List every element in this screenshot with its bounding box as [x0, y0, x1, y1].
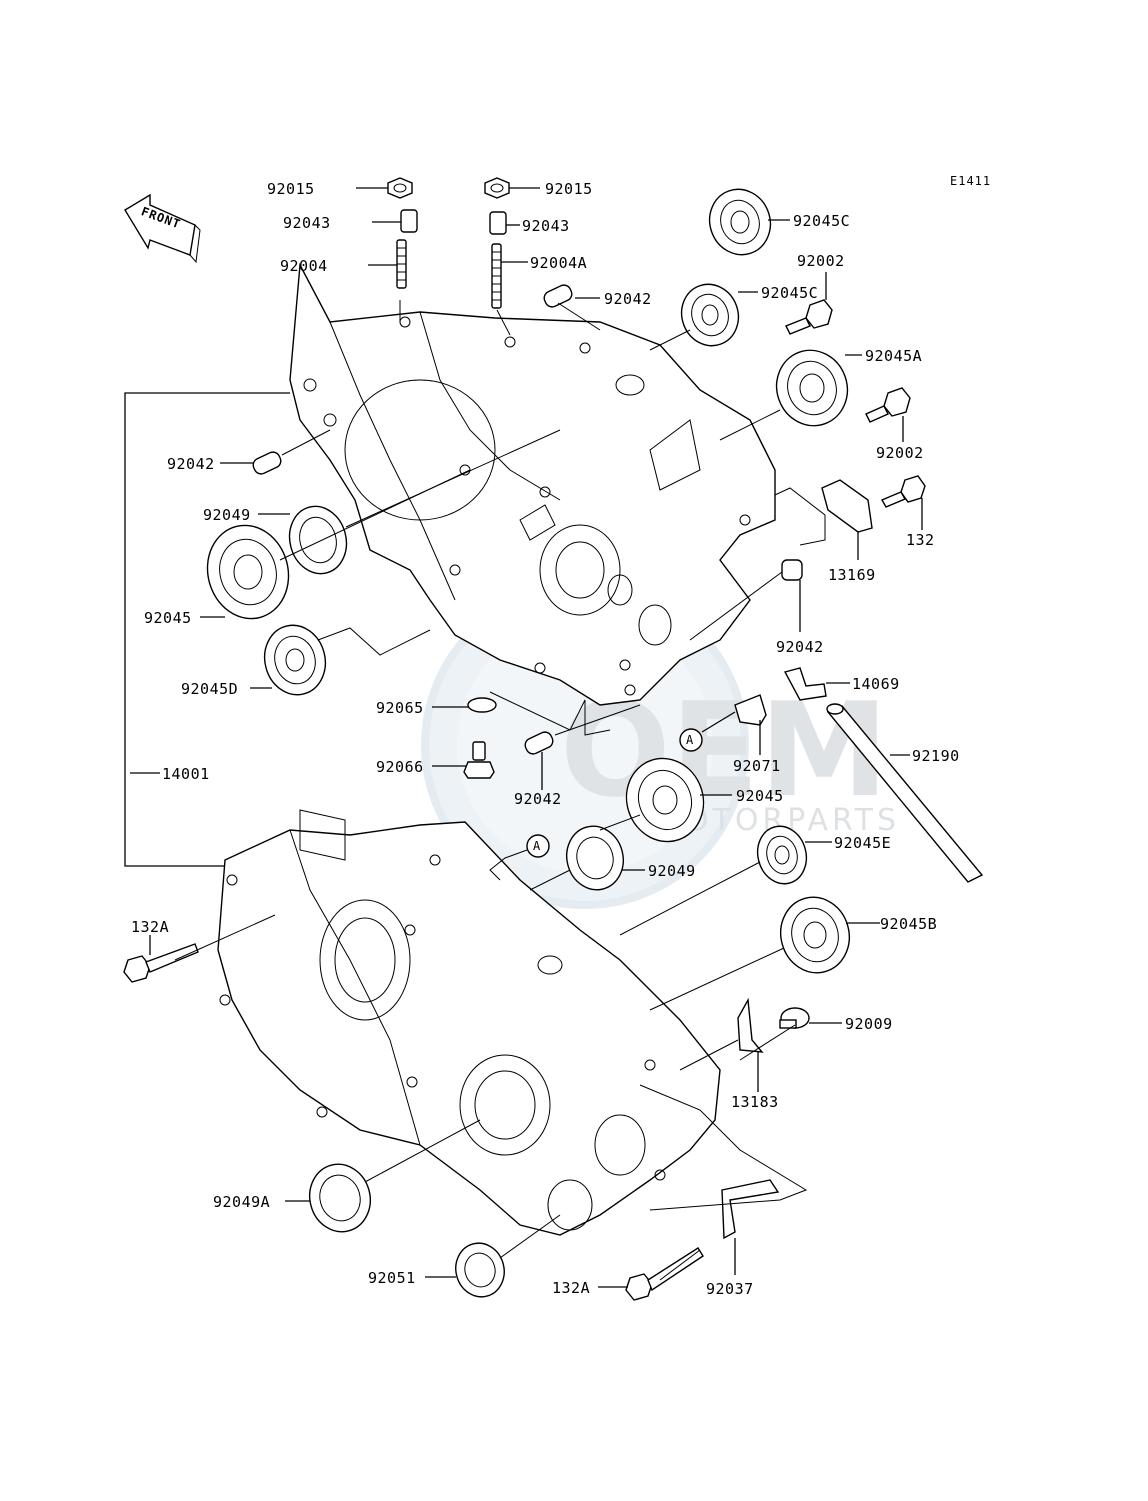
label-13169: 13169: [828, 566, 876, 584]
cap-92071: [734, 694, 767, 726]
callout-a-lower: A: [526, 834, 550, 858]
upper-crankcase: [289, 262, 776, 706]
label-92009: 92009: [845, 1015, 893, 1033]
label-92043-left: 92043: [283, 214, 331, 232]
guide-92037: [721, 1179, 780, 1240]
fitting-14069: [783, 667, 827, 701]
front-arrow-icon: FRONT: [124, 193, 201, 264]
stud-92004A: [491, 243, 502, 309]
label-92043-right: 92043: [522, 217, 570, 235]
bearing-92045C-mid: [680, 283, 740, 347]
label-92004: 92004: [280, 257, 328, 275]
bolt-92002-bottom: [865, 387, 911, 423]
label-92002-bottom: 92002: [876, 444, 924, 462]
label-92190: 92190: [912, 747, 960, 765]
bolt-92009: [779, 1007, 810, 1029]
label-92042-top: 92042: [604, 290, 652, 308]
seal-92051: [455, 1242, 505, 1298]
collar-92043-right: [489, 211, 507, 235]
label-92045A: 92045A: [865, 347, 922, 365]
label-92045D: 92045D: [181, 680, 238, 698]
seal-92049-upper: [288, 505, 348, 575]
collar-92043-left: [400, 209, 418, 233]
washer-92065: [467, 697, 497, 713]
label-132A-left: 132A: [131, 918, 169, 936]
label-132: 132: [906, 531, 935, 549]
diagram-code: E1411: [950, 174, 991, 188]
label-92045C-top: 92045C: [793, 212, 850, 230]
label-92066: 92066: [376, 758, 424, 776]
label-92015-left: 92015: [267, 180, 315, 198]
label-92042-left: 92042: [167, 455, 215, 473]
bearing-92045A: [775, 349, 849, 427]
bearing-92045-center: [625, 757, 705, 843]
seal-92049A: [309, 1163, 371, 1233]
plug-92066: [463, 741, 495, 779]
svg-text:A: A: [686, 733, 694, 747]
label-13183: 13183: [731, 1093, 779, 1111]
label-92045C-mid: 92045C: [761, 284, 818, 302]
dowel-92042-top: [543, 284, 573, 308]
bearing-92045B: [780, 896, 850, 974]
nut-92015-left: [387, 177, 413, 199]
label-14001: 14001: [162, 765, 210, 783]
assembly-lines: [174, 300, 826, 1281]
nut-92015-right: [484, 177, 510, 199]
dowel-92042-left: [252, 451, 282, 475]
label-92004A: 92004A: [530, 254, 587, 272]
part-labels: 92015 92015 92043 92043 92004 92004A 920…: [131, 180, 960, 1298]
svg-text:A: A: [533, 839, 541, 853]
bearing-92045D: [263, 624, 327, 696]
label-92049-center: 92049: [648, 862, 696, 880]
callout-a-upper: A: [679, 728, 703, 752]
hose-92190: [826, 703, 984, 883]
bearing-92045C-top: [708, 188, 772, 256]
label-92045-center: 92045: [736, 787, 784, 805]
label-92042-mid: 92042: [514, 790, 562, 808]
bolt-132A-left: [123, 943, 199, 983]
label-92045-left: 92045: [144, 609, 192, 627]
dowel-92042-mid: [524, 731, 554, 755]
label-92037: 92037: [706, 1280, 754, 1298]
label-92002-top: 92002: [797, 252, 845, 270]
label-14069: 14069: [852, 675, 900, 693]
leader-lines: [124, 187, 923, 1288]
label-92049A: 92049A: [213, 1193, 270, 1211]
label-92045B: 92045B: [880, 915, 937, 933]
lower-crankcase: [217, 809, 721, 1236]
label-92045E: 92045E: [834, 834, 891, 852]
bearing-92045-left: [206, 524, 290, 620]
label-92065: 92065: [376, 699, 424, 717]
label-92042-right: 92042: [776, 638, 824, 656]
stud-92004: [396, 239, 407, 289]
dowel-92042-right: [781, 559, 803, 581]
label-92015-right: 92015: [545, 180, 593, 198]
label-132A-bottom: 132A: [552, 1279, 590, 1297]
label-92049: 92049: [203, 506, 251, 524]
bearing-92045E: [756, 825, 808, 885]
bracket-13183: [737, 997, 764, 1053]
label-92071: 92071: [733, 757, 781, 775]
bolt-132: [881, 475, 926, 508]
plate-13169: [821, 479, 873, 533]
bolt-92002-top: [785, 299, 833, 335]
label-92051: 92051: [368, 1269, 416, 1287]
seal-92049-center: [566, 825, 624, 891]
